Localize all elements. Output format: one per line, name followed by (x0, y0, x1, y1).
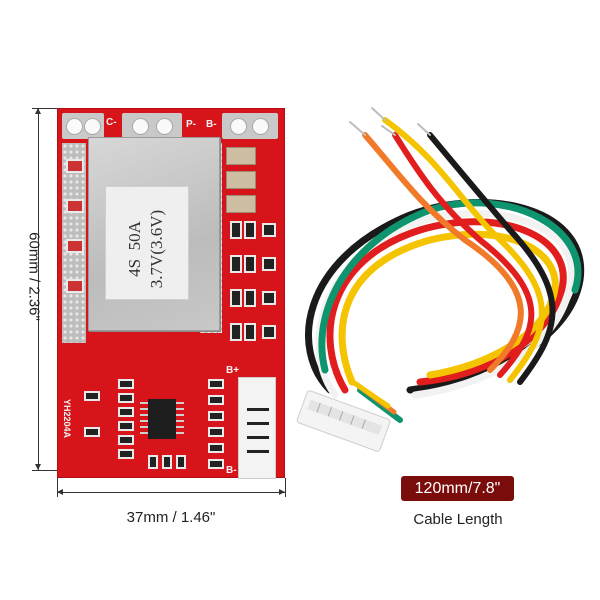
edge-label-b-plus: B+ (226, 365, 240, 376)
shunt-resistor (226, 195, 256, 213)
arrow-up-icon (35, 108, 41, 114)
transistor (262, 257, 276, 271)
jst-connector (296, 390, 391, 452)
smd-resistor (244, 289, 256, 307)
balance-cable (296, 107, 585, 452)
transistor (262, 291, 276, 305)
arrow-down-icon (35, 464, 41, 470)
smd-resistor (208, 443, 224, 453)
mosfet (66, 199, 84, 213)
height-dimension-bottom-tick (32, 470, 57, 471)
smd-resistor (230, 255, 242, 273)
smd-resistor (162, 455, 172, 469)
width-label: 37mm / 1.46" (126, 509, 216, 526)
smd-resistor (244, 323, 256, 341)
board-model-code: YH2204A (62, 399, 72, 439)
smd-resistor (244, 221, 256, 239)
mosfet (66, 159, 84, 173)
edge-label-p-minus: P- (186, 119, 196, 130)
smd-resistor (118, 393, 134, 403)
bms-circuit-board: C- P- B- 4S 50A 3.7V(3.6V) (57, 108, 285, 479)
smd-resistor (84, 427, 100, 437)
shunt-resistor (226, 147, 256, 165)
smd-resistor (208, 411, 224, 421)
smd-resistor (118, 421, 134, 431)
width-dimension-right-tick (285, 478, 286, 497)
smd-resistor (208, 427, 224, 437)
edge-label-b-minus-bottom: B- (226, 465, 237, 476)
smd-resistor (208, 379, 224, 389)
pad-strip (122, 113, 182, 139)
mosfet (66, 239, 84, 253)
width-dimension-line (57, 492, 285, 493)
control-ic (140, 399, 184, 439)
smd-resistor (230, 323, 242, 341)
smd-resistor (176, 455, 186, 469)
transistor (262, 223, 276, 237)
smd-resistor (84, 391, 100, 401)
pad-strip (62, 113, 104, 139)
smd-resistor (118, 435, 134, 445)
smd-resistor (244, 255, 256, 273)
smd-resistor (208, 459, 224, 469)
smd-resistor (118, 407, 134, 417)
edge-label-b-minus-top: B- (206, 119, 217, 130)
arrow-right-icon (279, 489, 285, 495)
cable-length-caption: Cable Length (413, 511, 503, 528)
smd-resistor (148, 455, 158, 469)
width-dimension-left-tick (57, 478, 58, 497)
pad-strip (222, 113, 278, 139)
transistor (262, 325, 276, 339)
height-label: 60mm / 2.36" (25, 232, 43, 321)
smd-resistor (230, 289, 242, 307)
shunt-resistor (226, 171, 256, 189)
smd-resistor (118, 379, 134, 389)
edge-label-c-minus: C- (106, 117, 117, 128)
spec-sticker-text: 4S 50A 3.7V(3.6V) (125, 209, 166, 289)
balance-connector (238, 377, 276, 479)
cable-length-badge: 120mm/7.8" (401, 476, 514, 501)
height-dimension-top-tick (32, 108, 57, 109)
smd-resistor (118, 449, 134, 459)
smd-resistor (208, 395, 224, 405)
arrow-left-icon (57, 489, 63, 495)
spec-sticker: 4S 50A 3.7V(3.6V) (105, 186, 189, 300)
height-dimension-line (38, 108, 39, 470)
smd-resistor (230, 221, 242, 239)
heatsink-shield: 4S 50A 3.7V(3.6V) (88, 137, 220, 331)
mosfet (66, 279, 84, 293)
